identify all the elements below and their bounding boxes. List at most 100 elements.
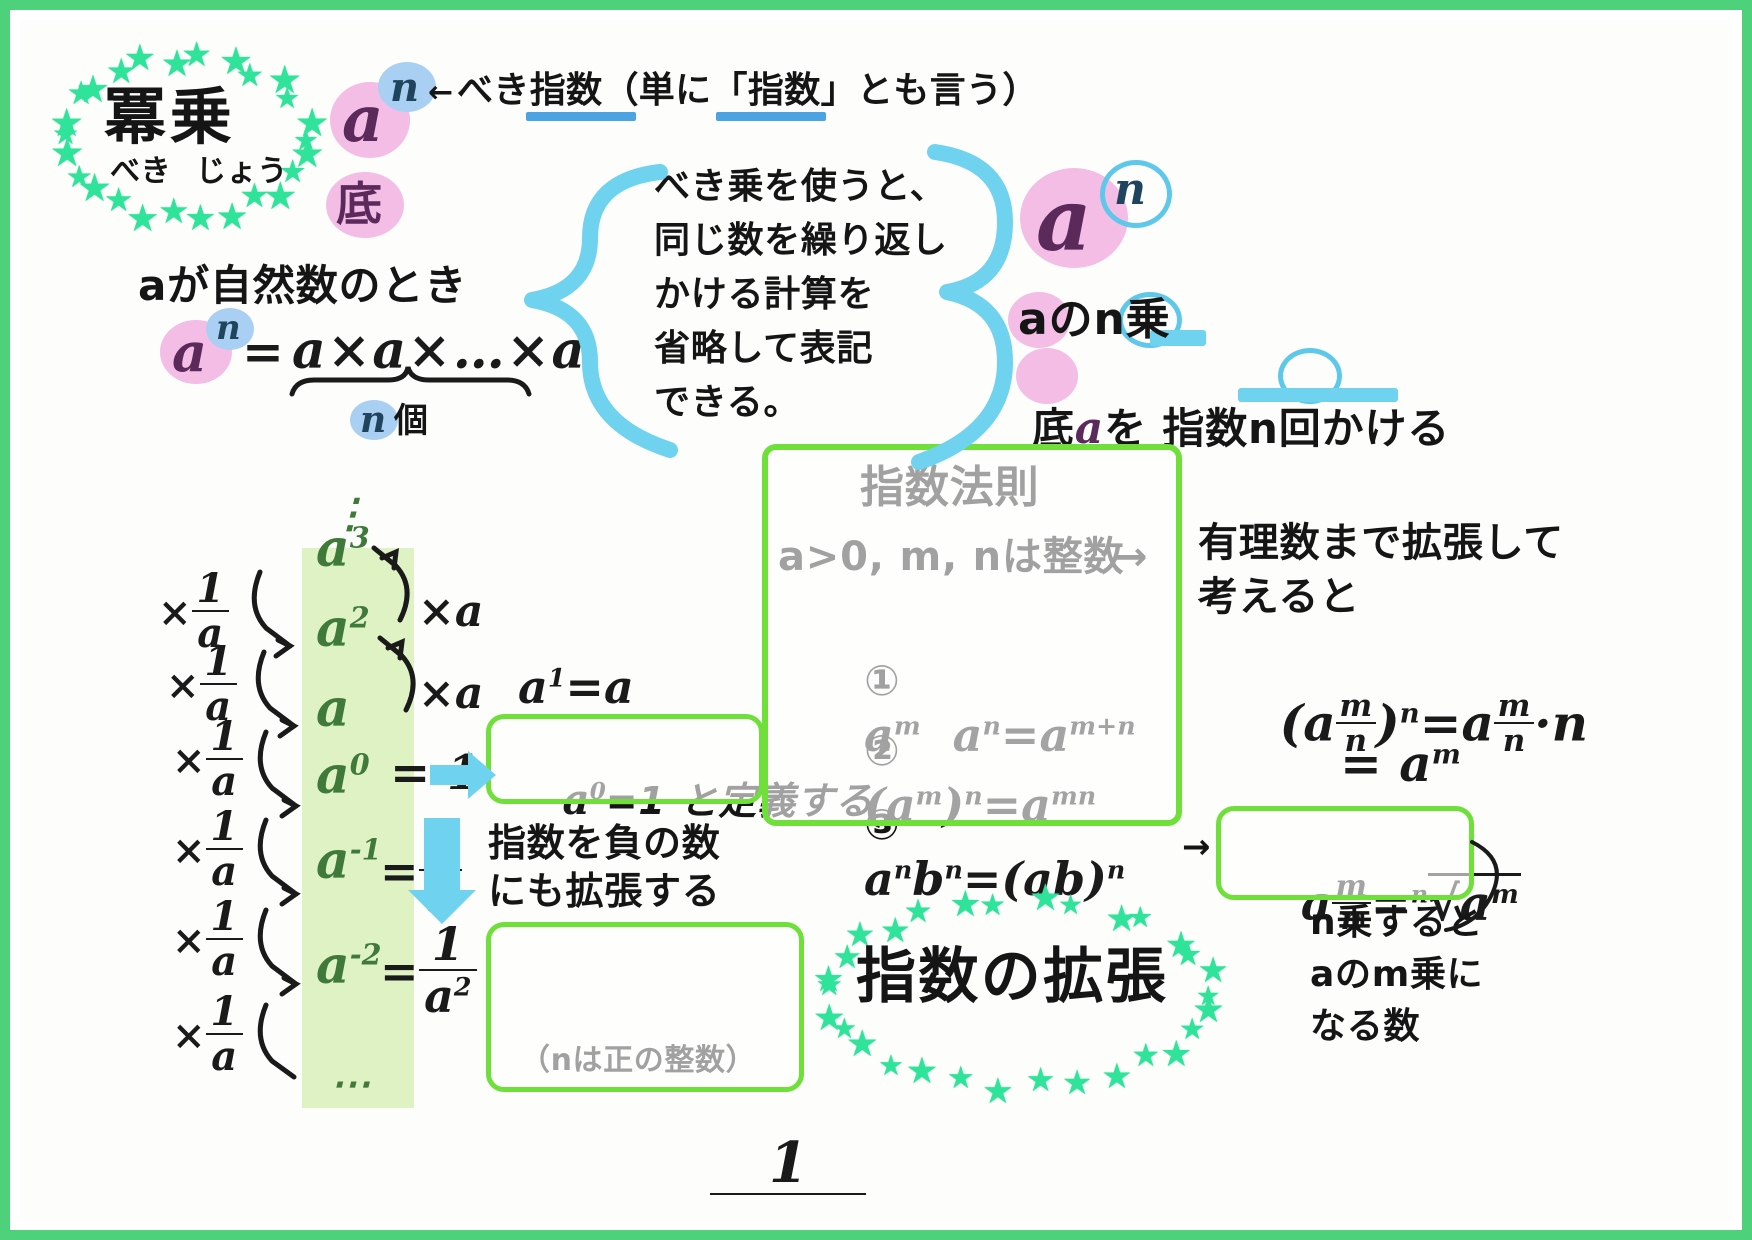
reading-underline [1150,330,1206,346]
underline-term-1 [526,112,636,121]
star-icon: ★ [125,196,160,241]
bottom-badge-star-ring: ★★★★★★★★★★★★★★★★★★★★★★★★★★★★★★ [810,880,1230,1110]
ladder-right-op-1: ×a [418,586,484,637]
box-a-negative-expression: a-n= 1 an [514,942,867,1220]
rational-note-2: aのm乗に [1310,954,1484,995]
star-icon: ★ [289,132,325,178]
star-icon: ★ [815,968,843,1003]
star-icon: ★ [105,52,137,93]
rational-note-3: なる数 [1310,1006,1421,1047]
star-icon: ★ [181,35,212,75]
star-icon: ★ [77,165,112,211]
star-icon: ★ [1025,1059,1056,1099]
star-icon: ★ [49,101,85,147]
ladder-value-a3: a3 [316,518,370,579]
star-icon: ★ [879,911,911,952]
star-icon: ★ [235,55,265,94]
star-icon: ★ [123,36,157,80]
star-icon: ★ [218,39,254,84]
star-icon: ★ [1101,1056,1133,1097]
star-icon: ★ [267,57,303,103]
title-reading-left: べき [110,154,172,189]
star-icon: ★ [905,1049,939,1093]
ladder-right-op-2: ×a [418,668,484,719]
star-icon: ★ [293,123,319,157]
right-reading: aのn乗 [1018,294,1171,345]
count-highlight [350,400,398,440]
reading-n-circle [1118,292,1182,348]
star-icon: ★ [215,194,249,238]
star-icon: ★ [239,176,270,216]
star-icon: ★ [273,81,301,116]
star-icon: ★ [1058,887,1084,921]
star-icon: ★ [52,117,79,153]
ladder-value-a2: a2 [316,598,370,659]
big-expression-base: a [1036,170,1092,271]
star-icon: ★ [1028,876,1062,920]
star-icon: ★ [103,180,134,220]
rational-arrow: → [1182,827,1212,867]
ladder-value-am2: a-2 [316,935,382,996]
star-icon: ★ [844,914,876,955]
star-icon: ★ [1192,988,1225,1032]
ladder-dots-bottom: ⋯ [330,1060,370,1107]
definition-rhs: a×a×…×a [292,320,587,381]
star-icon: ★ [263,173,298,219]
star-icon: ★ [1160,1032,1193,1075]
star-icon: ★ [949,884,982,926]
base-label: 底 [336,177,383,231]
exponent-laws-box [762,444,1182,826]
star-icon: ★ [1131,1035,1161,1074]
negative-note-line1: 指数を負の数 [488,821,721,865]
star-icon: ★ [1197,950,1229,992]
star-icon: ★ [184,198,217,240]
exponent-label: べき指数（単に「指数」とも言う） [457,70,1039,111]
box-a-negative [486,922,804,1092]
star-icon: ★ [878,1048,904,1083]
header-expression-base: a [342,82,384,157]
star-icon: ★ [832,937,862,976]
title-star-ring: ★★★★★★★★★★★★★★★★★★★★★★★★★★ [48,36,330,238]
star-icon: ★ [160,42,194,86]
header-expression-exponent: n [390,64,420,111]
box-rational [1216,806,1474,900]
bubble-line-4: 省略して表記 [654,328,874,369]
underline-term-2 [716,112,826,121]
title-reading-right: じょう [196,154,288,189]
exponent-highlight [378,62,436,112]
star-icon: ★ [1061,1063,1093,1103]
star-icon: ★ [1178,1010,1206,1046]
star-icon: ★ [158,190,190,232]
star-icon: ★ [845,1022,879,1066]
explain-base-highlight [1016,348,1078,404]
ladder-dots-top: ⋮ [330,490,370,537]
page-title: 冪乗 [104,80,236,153]
brace-count-unit: 個 [394,401,429,441]
bubble-line-2: 同じ数を繰り返し [654,220,948,261]
bubble-line-5: できる。 [654,382,801,423]
definition-condition: aが自然数のとき [138,261,468,310]
rational-note-1: n乗すると [1310,902,1484,943]
rational-equation-2: = am [1340,734,1461,793]
brace-count: n [360,399,387,441]
star-icon: ★ [1105,896,1139,940]
definition-exponent-highlight [206,308,254,350]
star-icon: ★ [294,101,330,147]
star-icon: ★ [66,73,96,112]
big-expression-exponent: n [1114,164,1146,215]
big-exponent-circle [1100,160,1172,228]
bubble-line-3: かける計算を [654,274,875,315]
paper-surface: ★★★★★★★★★★★★★★★★★★★★★★★★★★ 冪乗 べき じょう a n… [20,20,1732,1220]
explain-underline [1238,388,1398,402]
rational-line-2: 考えると [1198,574,1360,620]
star-icon: ★ [1173,936,1203,973]
negative-note-line2: にも拡張する [488,869,721,913]
